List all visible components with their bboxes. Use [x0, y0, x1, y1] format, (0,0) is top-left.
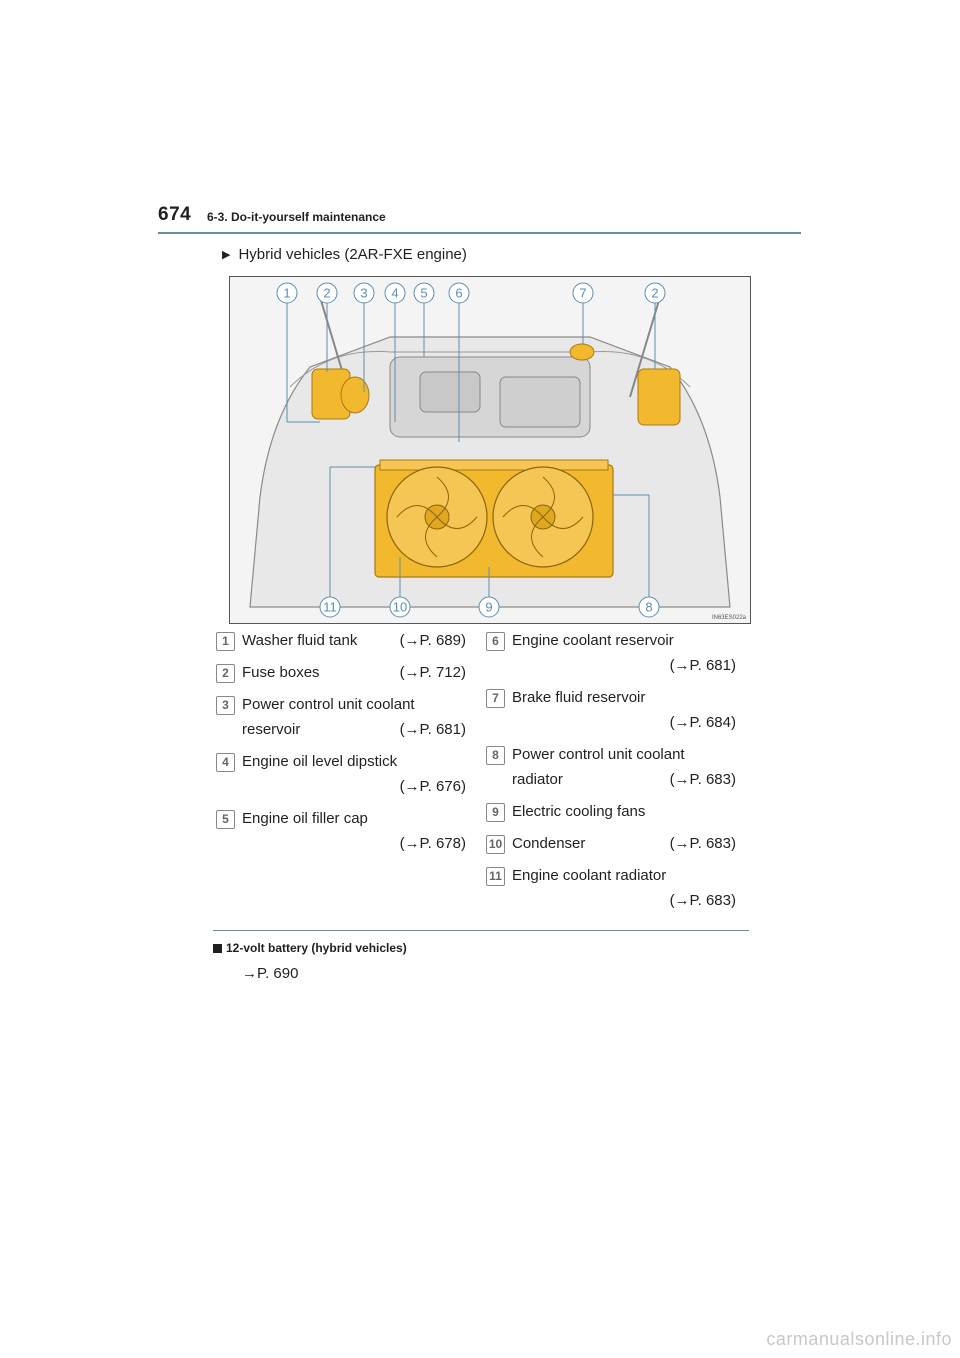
triangle-bullet-icon: ▶ [222, 249, 231, 261]
top-callout-number: 4 [391, 286, 398, 301]
top-callout-number: 2 [651, 286, 658, 301]
page-reference: (→P. 683) [669, 892, 736, 909]
top-callout-number: 3 [360, 286, 367, 301]
page-reference: (→P. 684) [669, 714, 736, 731]
item-number: 11 [486, 867, 505, 886]
item-label: Power control unit coolant [512, 746, 685, 763]
page-number: 674 [158, 204, 192, 225]
item-label: Electric cooling fans [512, 803, 646, 820]
legend-item-pcu-reservoir: 3 Power control unit coolant reservoir (→… [216, 692, 466, 742]
note-reference: →P. 690 [242, 965, 299, 982]
page-reference: (→P. 681) [669, 657, 736, 674]
legend-item-pcu-radiator: 8 Power control unit coolant radiator (→P… [486, 742, 736, 792]
item-number: 7 [486, 689, 505, 708]
top-callout-circle [448, 282, 470, 304]
bottom-callout-number: 11 [323, 600, 337, 615]
legend-right-column: 6 Engine coolant reservoir (→P. 681) 7 B… [486, 628, 736, 920]
legend-item-fuse-boxes: 2 Fuse boxes (→P. 712) [216, 660, 466, 685]
legend-item-washer-fluid: 1 Washer fluid tank (→P. 689) [216, 628, 466, 653]
item-label: Fuse boxes [242, 664, 320, 681]
variant-label: Hybrid vehicles (2AR-FXE engine) [238, 246, 467, 263]
legend-item-coolant-radiator: 11 Engine coolant radiator (→P. 683) [486, 863, 736, 913]
item-number: 6 [486, 632, 505, 651]
legend-item-oil-dipstick: 4 Engine oil level dipstick (→P. 676) [216, 749, 466, 799]
page-reference: (→P. 683) [669, 771, 736, 788]
legend-left-column: 1 Washer fluid tank (→P. 689) 2 Fuse boxe… [216, 628, 466, 863]
bottom-callout-number: 9 [485, 600, 492, 615]
page-reference: (→P. 676) [399, 778, 466, 795]
section-title: 6-3. Do-it-yourself maintenance [207, 210, 386, 224]
legend-item-brake-fluid: 7 Brake fluid reservoir (→P. 684) [486, 685, 736, 735]
top-callout-circle [413, 282, 435, 304]
item-number: 5 [216, 810, 235, 829]
top-callout-circle [384, 282, 406, 304]
top-callout-circle [644, 282, 666, 304]
engine-compartment-figure: 1 2 3 4 5 6 7 2 11 10 9 8 IN63ES022a [229, 276, 751, 624]
legend-item-coolant-reservoir: 6 Engine coolant reservoir (→P. 681) [486, 628, 736, 678]
section-divider [213, 930, 749, 931]
page-reference: (→P. 681) [399, 721, 466, 738]
item-label: Engine coolant radiator [512, 867, 667, 884]
bottom-callout-circle [478, 596, 500, 618]
bottom-callout-number: 10 [393, 600, 407, 615]
item-number: 4 [216, 753, 235, 772]
item-label: Engine coolant reservoir [512, 632, 674, 649]
item-label: Brake fluid reservoir [512, 689, 646, 706]
note-title: 12-volt battery (hybrid vehicles) [226, 941, 407, 955]
figure-code: IN63ES022a [711, 615, 746, 621]
top-callout-circle [316, 282, 338, 304]
item-label: Engine oil level dipstick [242, 753, 398, 770]
item-number: 3 [216, 696, 235, 715]
legend-item-oil-filler-cap: 5 Engine oil filler cap (→P. 678) [216, 806, 466, 856]
page-reference: (→P. 678) [399, 835, 466, 852]
top-callout-circle [276, 282, 298, 304]
square-bullet-icon [213, 943, 222, 953]
top-callout-number: 2 [323, 286, 330, 301]
bottom-callout-circle [638, 596, 660, 618]
item-label: Engine oil filler cap [242, 810, 368, 827]
item-label: Power control unit coolant [242, 696, 415, 713]
top-callout-number: 7 [579, 286, 586, 301]
note-heading: 12-volt battery (hybrid vehicles) [213, 941, 407, 955]
item-number: 9 [486, 803, 505, 822]
page-reference: (→P. 712) [399, 664, 466, 681]
item-label: Condenser [512, 835, 586, 852]
bottom-callout-number: 8 [645, 600, 652, 615]
top-callout-number: 1 [283, 286, 290, 301]
watermark: carmanualsonline.info [766, 1329, 952, 1349]
engine-illustration: 1 2 3 4 5 6 7 2 11 10 9 8 [249, 282, 731, 618]
bottom-callout-circle [389, 596, 411, 618]
page-reference: (→P. 689) [399, 632, 466, 649]
legend-item-condenser: 10 Condenser (→P. 683) [486, 831, 736, 856]
top-callout-circle [353, 282, 375, 304]
bottom-callout-circle [319, 596, 341, 618]
item-label: Washer fluid tank [242, 632, 358, 649]
header-divider [158, 232, 801, 234]
item-number: 1 [216, 632, 235, 651]
top-callout-number: 5 [420, 286, 427, 301]
item-label-line2: reservoir [242, 721, 301, 738]
item-number: 8 [486, 746, 505, 765]
top-callout-number: 6 [455, 286, 462, 301]
item-number: 10 [486, 835, 505, 854]
top-callout-circle [572, 282, 594, 304]
variant-heading: ▶ Hybrid vehicles (2AR-FXE engine) [222, 246, 467, 263]
page-reference: (→P. 683) [669, 835, 736, 852]
legend-item-cooling-fans: 9 Electric cooling fans [486, 799, 736, 824]
item-number: 2 [216, 664, 235, 683]
item-label-line2: radiator [512, 771, 563, 788]
